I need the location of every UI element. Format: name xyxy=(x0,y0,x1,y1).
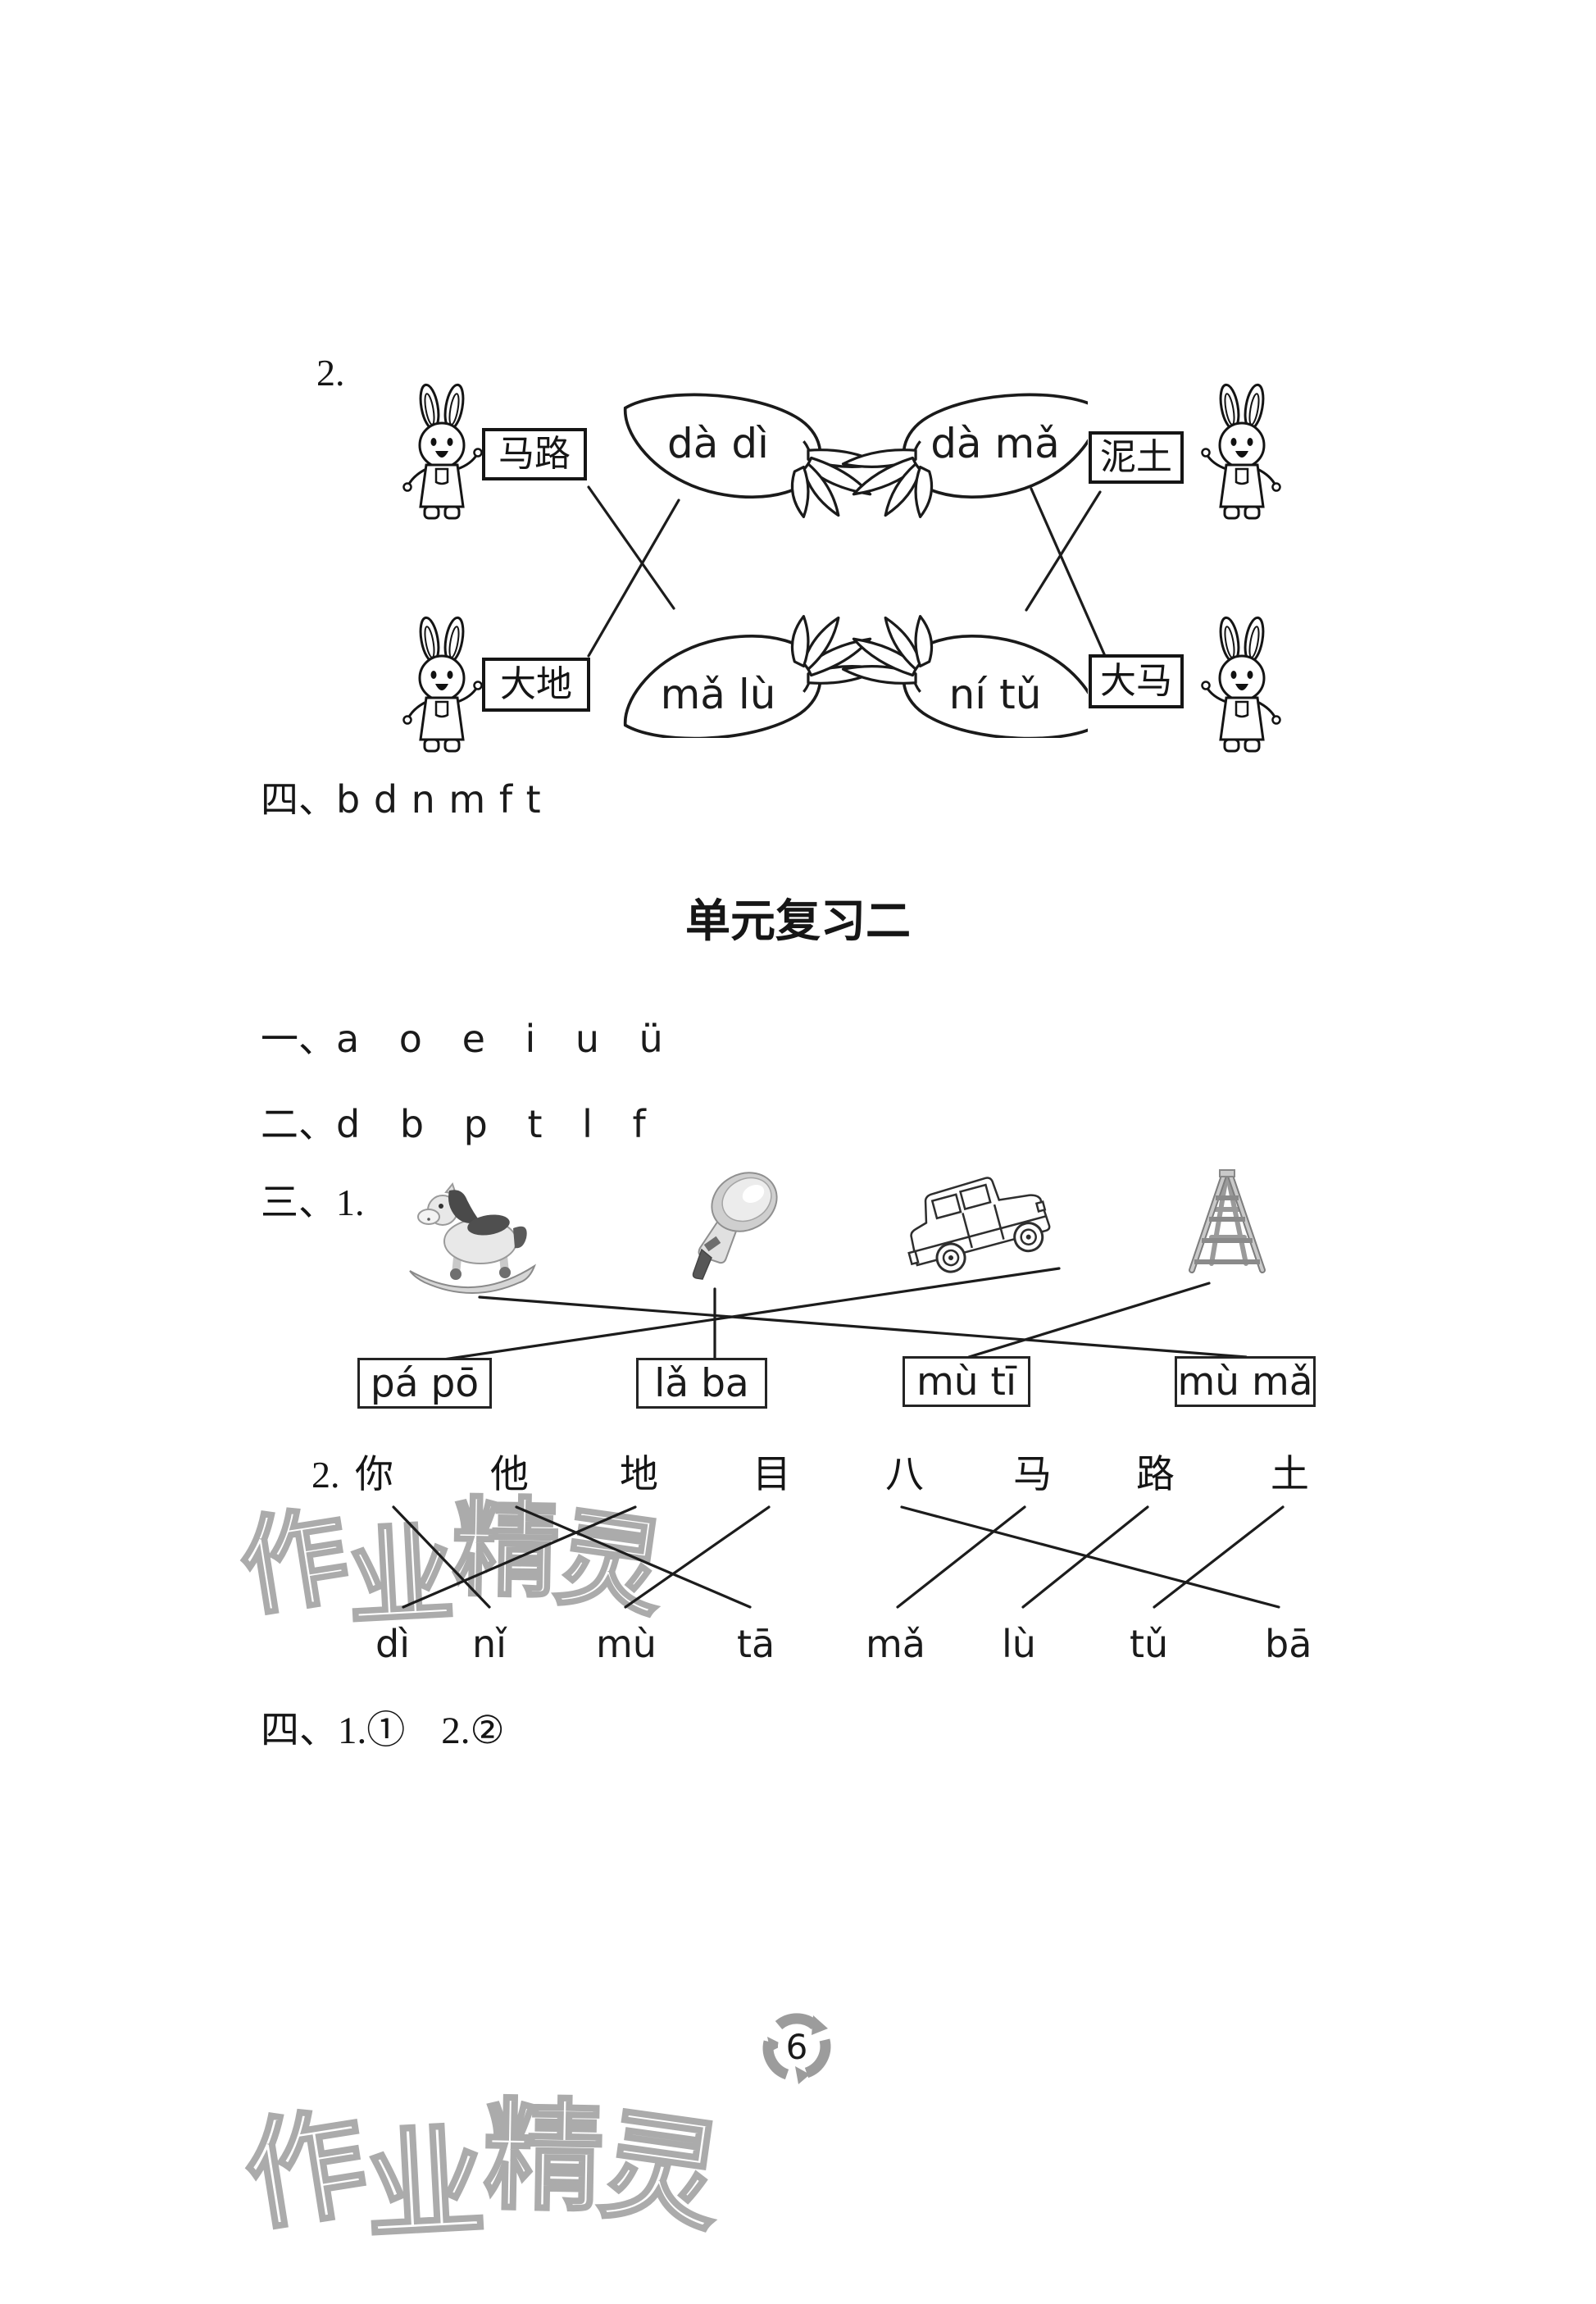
char-ni: 你 xyxy=(355,1454,393,1496)
q1-label: 一、 xyxy=(261,1018,336,1060)
char-mu: 目 xyxy=(753,1454,791,1496)
watermark-zuoye-jingling-middle: 作业精灵 xyxy=(231,1487,673,1641)
rabbit-figure-bottom-right xyxy=(1190,615,1292,758)
pinyin-ma: mǎ xyxy=(866,1622,925,1666)
word-card-nitu: 泥土 xyxy=(1089,431,1184,484)
question-four-row: 四、1.① 2.② xyxy=(261,1712,505,1751)
pinyin-box-mu-ma: mù mǎ xyxy=(1175,1356,1316,1407)
char-ma: 马 xyxy=(1013,1454,1052,1496)
q4-label: 四、 xyxy=(261,1710,338,1752)
page-number: 6 xyxy=(786,2027,808,2067)
pinyin-box-la-ba: lǎ ba xyxy=(636,1358,767,1409)
q3-item1-label: 三、1. xyxy=(261,1182,365,1223)
pinyin-ba: bā xyxy=(1265,1622,1312,1666)
prev-q4-label: 四、 xyxy=(261,779,336,821)
q2-answer: d b p t l f xyxy=(336,1102,646,1146)
watermark-zuoye-jingling-bottom: 作业精灵 xyxy=(235,2088,732,2256)
char-ta: 他 xyxy=(490,1454,529,1496)
pinyin-lu: lù xyxy=(1002,1622,1036,1666)
megaphone-image xyxy=(677,1168,782,1284)
rabbit-figure-top-right xyxy=(1190,382,1292,525)
pinyin-box-mu-ti: mù tī xyxy=(903,1356,1030,1407)
pinyin-ta: tā xyxy=(737,1622,775,1666)
pinyin-tu: tǔ xyxy=(1130,1622,1169,1666)
question-two-row: 二、d b p t l f xyxy=(261,1105,646,1144)
jeep-image xyxy=(902,1164,1062,1281)
char-tu: 土 xyxy=(1271,1454,1309,1496)
q1-answer: a o e i u ü xyxy=(336,1017,663,1061)
word-card-dadi: 大地 xyxy=(482,658,590,712)
page-number-badge: 6 xyxy=(762,2013,831,2084)
prev-q4-answer: b d n m f t xyxy=(336,777,541,822)
char-lu: 路 xyxy=(1136,1454,1175,1496)
word-card-malu: 马路 xyxy=(482,428,587,480)
word-card-dama: 大马 xyxy=(1089,654,1184,708)
carrot-pinyin-ma-lu: mǎ lù xyxy=(660,671,776,718)
ladder-image xyxy=(1177,1166,1277,1276)
pinyin-mu: mù xyxy=(596,1622,657,1666)
prev-item-2-label: 2. xyxy=(316,352,345,394)
pinyin-ni: nǐ xyxy=(472,1622,507,1666)
rocking-horse-image xyxy=(398,1179,546,1300)
prev-question-four-row: 四、b d n m f t xyxy=(261,781,541,819)
carrot-pinyin-da-ma: dà mǎ xyxy=(930,420,1060,467)
pinyin-box-pa-po: pá pō xyxy=(357,1358,492,1409)
q4-answer-2: 2.② xyxy=(441,1710,505,1752)
char-di: 地 xyxy=(620,1454,658,1496)
pinyin-di: dì xyxy=(375,1622,410,1666)
rabbit-figure-bottom-left xyxy=(392,615,493,758)
q3-item2-label: 2. xyxy=(311,1454,340,1496)
q4-answer-1: 1.① xyxy=(338,1710,406,1752)
carrot-pinyin-da-di: dà dì xyxy=(667,420,769,467)
rabbit-figure-top-left xyxy=(392,382,493,525)
q2-label: 二、 xyxy=(261,1104,336,1145)
carrot-pinyin-ni-tu: ní tǔ xyxy=(948,671,1042,718)
char-ba: 八 xyxy=(885,1454,924,1496)
question-one-row: 一、a o e i u ü xyxy=(261,1020,663,1059)
unit-review-title: 单元复习二 xyxy=(684,895,911,946)
